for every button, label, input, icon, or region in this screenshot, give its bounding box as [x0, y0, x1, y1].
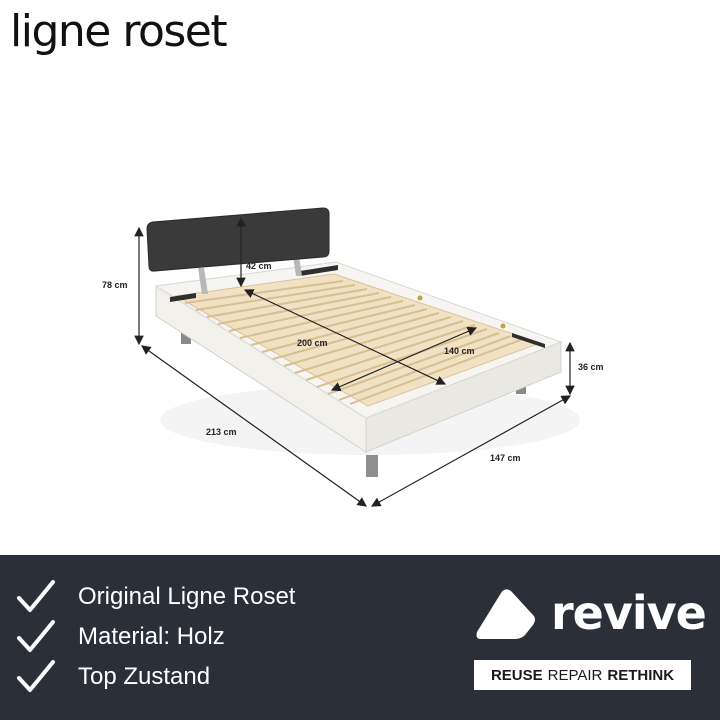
- dimension-line-total-length: [141, 345, 367, 507]
- checkmark-icon: [17, 660, 55, 692]
- label-inner-width: 140 cm: [444, 346, 475, 356]
- feature-item: Material: Holz: [16, 617, 295, 657]
- checkmark-icon: [17, 620, 55, 652]
- feature-item: Original Ligne Roset: [16, 577, 295, 617]
- feature-item: Top Zustand: [16, 657, 295, 697]
- bed-illustration: 78 cm 42 cm 200 cm 140 cm 36 cm 213 cm 1…: [102, 207, 604, 507]
- feature-list: Original Ligne Roset Material: Holz Top …: [16, 577, 295, 697]
- dimension-line-total-width: [370, 395, 572, 507]
- inner-rail: [512, 333, 545, 348]
- label-headboard-height: 42 cm: [246, 261, 272, 271]
- revive-logo: revive: [473, 583, 707, 645]
- bracket: [500, 323, 506, 329]
- feature-text: Original Ligne Roset: [78, 583, 296, 610]
- label-total-width: 147 cm: [490, 453, 521, 463]
- info-banner: Original Ligne Roset Material: Holz Top …: [0, 555, 720, 720]
- bracket: [417, 295, 423, 301]
- headboard-support: [198, 268, 208, 294]
- tagline-rethink: RETHINK: [607, 666, 675, 684]
- revive-wordmark: revive: [551, 586, 707, 640]
- tagline-reuse: REUSE: [490, 666, 543, 684]
- tagline-box: REUSE REPAIR RETHINK: [474, 660, 691, 690]
- checkmark-icon: [17, 580, 55, 612]
- bed-leg: [181, 330, 191, 344]
- label-total-length: 213 cm: [206, 427, 237, 437]
- inner-rail: [170, 293, 196, 302]
- label-frame-height: 36 cm: [578, 362, 604, 372]
- label-inner-length: 200 cm: [297, 338, 328, 348]
- label-height-total: 78 cm: [102, 280, 128, 290]
- revive-shape-icon: [476, 589, 535, 639]
- feature-text: Material: Holz: [78, 623, 225, 650]
- feature-text: Top Zustand: [78, 663, 211, 690]
- headboard: [146, 207, 330, 272]
- tagline-repair: REPAIR: [547, 666, 603, 684]
- bed-leg: [366, 455, 378, 477]
- brand-logo: ligne roset: [10, 6, 228, 57]
- inner-rail: [300, 265, 338, 276]
